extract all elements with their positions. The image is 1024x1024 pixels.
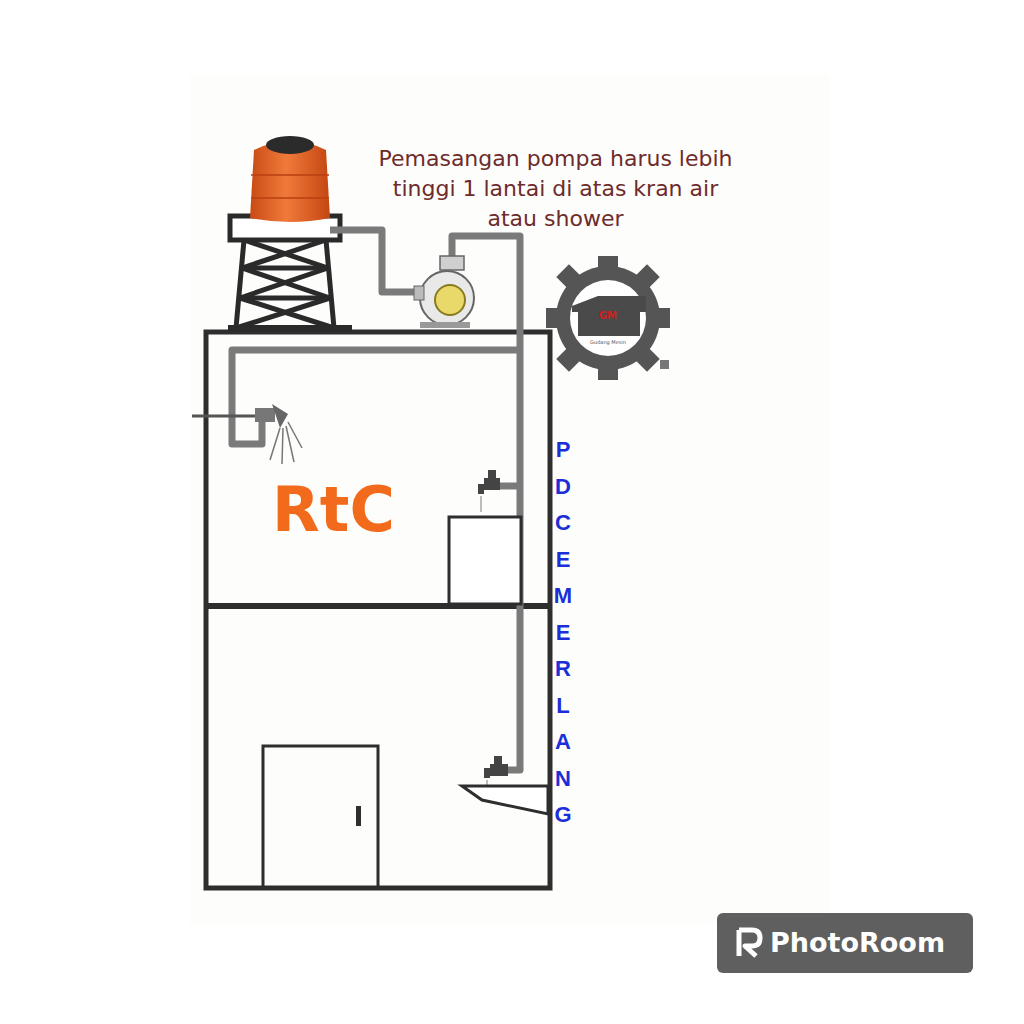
house-wall: [206, 332, 550, 888]
water-pipe: [192, 230, 520, 770]
water-pump: [414, 256, 474, 328]
watermark-text: PhotoRoom: [770, 925, 960, 961]
door: [263, 746, 378, 888]
water-tank: [250, 136, 330, 222]
installation-note: Pemasangan pompa harus lebih tinggi 1 la…: [368, 144, 743, 234]
gear-logo: [546, 256, 670, 380]
brand-mark: RtC: [272, 470, 432, 550]
logo-name: Gudang Mesin: [583, 339, 633, 345]
door-handle: [356, 806, 361, 826]
logo-initials: GM: [588, 310, 628, 322]
photoroom-badge: [717, 913, 973, 973]
vertical-brand: PDCEMERLANG: [552, 432, 574, 834]
backdrop: [190, 75, 830, 925]
upper-tap: [449, 470, 521, 604]
shower: [255, 404, 302, 464]
lower-tap: [462, 756, 548, 814]
